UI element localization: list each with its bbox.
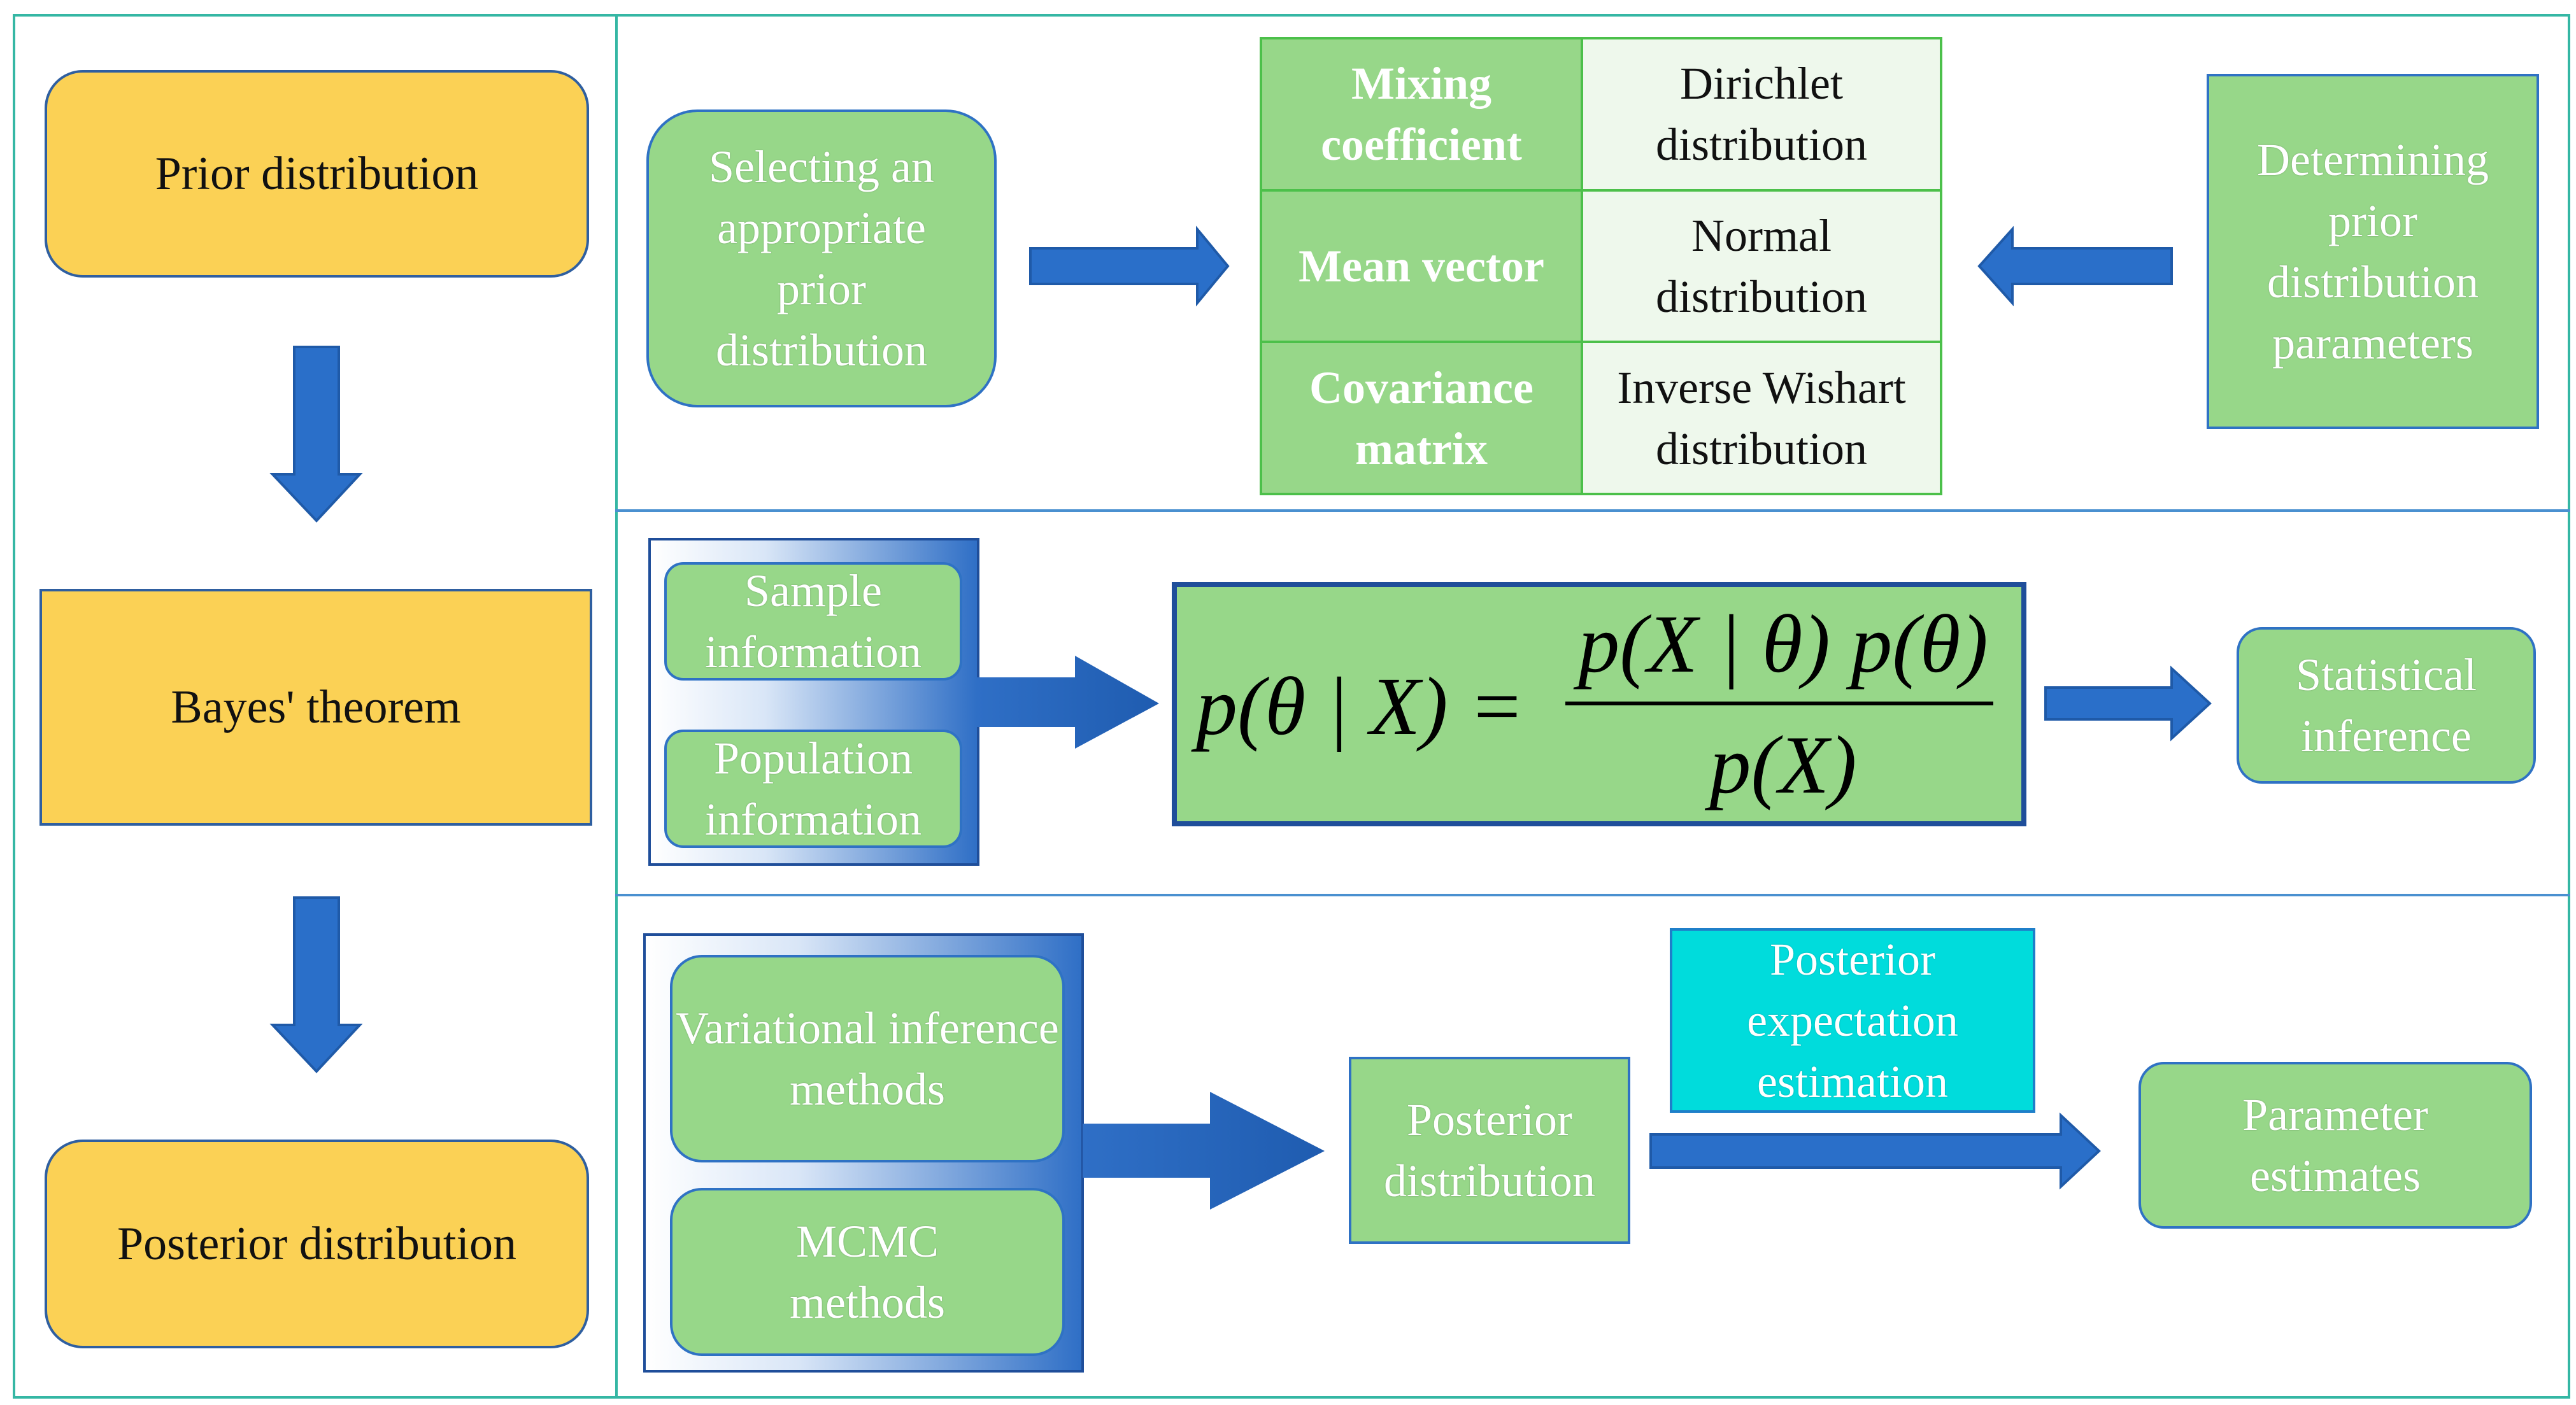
right-arrow-icon <box>1083 1092 1325 1210</box>
formula-numerator: p(X | θ) p(θ) <box>1578 598 1988 690</box>
down-arrow-icon <box>269 896 363 1073</box>
bayes-formula-box: p(θ | X) = p(X | θ) p(θ) p(X) <box>1172 582 2026 826</box>
mcmc-methods-box: MCMC methods <box>670 1188 1065 1356</box>
prior-table: Mixing coefficient Dirichlet distributio… <box>1260 37 1942 495</box>
statistical-inference-label: Statistical inference <box>2296 649 2477 761</box>
posterior-dist-label: Posterior distribution <box>1383 1094 1595 1206</box>
table-param-cell: Covariance matrix <box>1262 343 1581 493</box>
population-info-label: Population information <box>705 733 922 845</box>
sample-info-label: Sample information <box>705 565 922 677</box>
statistical-inference-box: Statistical inference <box>2237 627 2536 784</box>
parameter-estimates-box: Parameter estimates <box>2138 1062 2532 1229</box>
parameter-estimates-label: Parameter estimates <box>2242 1089 2428 1201</box>
select-prior-label: Selecting an appropriate prior distribut… <box>709 141 934 376</box>
determine-params-box: Determining prior distribution parameter… <box>2207 74 2539 429</box>
table-dist-cell: Dirichlet distribution <box>1583 39 1940 189</box>
variational-methods-label: Variational inference methods <box>676 1003 1059 1115</box>
down-arrow-icon <box>269 346 363 523</box>
prior-distribution-box: Prior distribution <box>45 70 589 278</box>
select-prior-box: Selecting an appropriate prior distribut… <box>646 109 997 407</box>
table-param-cell: Mixing coefficient <box>1262 39 1581 189</box>
table-dist-cell: Inverse Wishart distribution <box>1583 343 1940 493</box>
table-param-cell: Mean vector <box>1262 191 1581 341</box>
posterior-distribution-box: Posterior distribution <box>45 1140 589 1348</box>
right-panel <box>615 14 2570 1399</box>
mcmc-methods-label: MCMC methods <box>790 1216 945 1328</box>
posterior-expectation-box: Posterior expectation estimation <box>1670 928 2035 1113</box>
population-info-box: Population information <box>664 730 962 848</box>
formula-denominator: p(X) <box>1709 719 1857 811</box>
bayes-theorem-box: Bayes' theorem <box>39 589 592 826</box>
sample-info-box: Sample information <box>664 562 962 681</box>
determine-params-label: Determining prior distribution parameter… <box>2257 134 2489 369</box>
formula-fraction-bar <box>1565 702 1993 705</box>
variational-methods-box: Variational inference methods <box>670 955 1065 1162</box>
right-arrow-icon <box>1029 225 1230 307</box>
posterior-expectation-label: Posterior expectation estimation <box>1747 934 1958 1107</box>
table-dist-cell: Normal distribution <box>1583 191 1940 341</box>
right-arrow-icon <box>1649 1112 2101 1190</box>
row-divider-1 <box>615 509 2570 512</box>
formula-lhs: p(θ | X) = <box>1196 661 1525 752</box>
right-arrow-icon <box>977 656 1159 749</box>
row-divider-2 <box>615 894 2570 896</box>
right-arrow-icon <box>2044 665 2212 742</box>
posterior-dist-box: Posterior distribution <box>1349 1057 1630 1244</box>
left-arrow-icon <box>1977 225 2173 307</box>
